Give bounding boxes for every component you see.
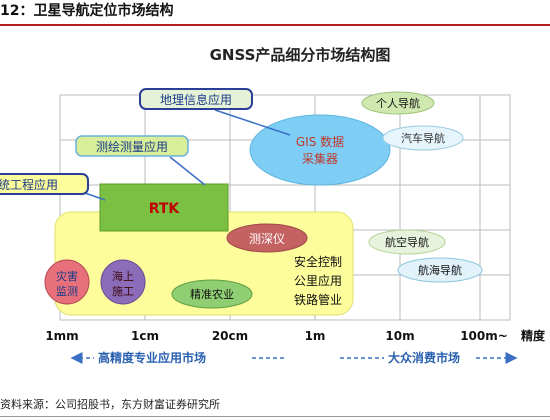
car-nav-ellipse: [382, 125, 464, 151]
x-tick-1m: 1m: [305, 329, 326, 343]
aviation-nav-ellipse: [368, 229, 446, 255]
safety-line3: 铁路管业: [294, 292, 342, 307]
survey-app-label: 测绘测量应用: [96, 139, 168, 154]
safety-line1: 安全控制: [294, 254, 342, 269]
x-tick-20cm: 20cm: [212, 329, 248, 343]
survey-app-callout: 测绘测量应用: [75, 135, 206, 186]
gis-app-callout: 地理信息应用: [139, 88, 291, 136]
segment-arrows: 高精度专业应用市场 大众消费市场: [70, 350, 518, 365]
source-note: 资料来源：公司招股书，东方财富证券研究所: [0, 398, 220, 411]
rtk-label: RTK: [149, 201, 181, 217]
personal-nav-ellipse: [361, 91, 435, 115]
depth-label: 测深仪: [249, 232, 285, 246]
bottom-rule: [0, 416, 550, 417]
personal-label: 个人导航: [376, 96, 420, 110]
x-tick-100m: 100m~: [460, 329, 508, 343]
chart-title: GNSS产品细分市场结构图: [209, 46, 391, 64]
offshore-line1: 海上: [112, 269, 134, 283]
system-app-callout: 统工程应用: [0, 173, 106, 201]
rtk-box: [99, 183, 229, 232]
disaster-line1: 灾害: [56, 269, 78, 283]
disaster-circle: [44, 259, 90, 305]
offshore-line2: 施工: [112, 285, 134, 298]
figure-title: 12：卫星导航定位市场结构: [0, 3, 174, 19]
x-unit-label: 精度: [521, 328, 546, 343]
marine-label: 航海导航: [418, 263, 462, 277]
car-label: 汽车导航: [401, 131, 445, 145]
gis-line2: 采集器: [302, 151, 338, 166]
x-tick-1mm: 1mm: [45, 329, 78, 343]
x-axis-ticks: 1mm 1cm 20cm 1m 10m 100m~ 精度: [45, 328, 546, 343]
x-tick-1cm: 1cm: [131, 329, 159, 343]
agri-label: 精准农业: [190, 287, 234, 301]
safety-line2: 公里应用: [294, 273, 342, 288]
gis-line1: GIS 数据: [296, 134, 344, 149]
offshore-circle: [100, 259, 146, 305]
x-tick-10m: 10m: [385, 329, 414, 343]
disaster-line2: 监测: [56, 285, 78, 298]
segment-right-label: 大众消费市场: [388, 350, 460, 365]
gis-collector-ellipse: [249, 114, 391, 186]
title-rule: [0, 24, 550, 26]
system-app-label: 统工程应用: [0, 177, 58, 192]
segment-left-label: 高精度专业应用市场: [98, 350, 206, 365]
gis-app-label: 地理信息应用: [160, 92, 232, 107]
agri-ellipse: [171, 279, 253, 309]
depth-sounder-ellipse: [226, 223, 308, 253]
aviation-label: 航空导航: [385, 235, 429, 249]
marine-nav-ellipse: [397, 257, 483, 283]
